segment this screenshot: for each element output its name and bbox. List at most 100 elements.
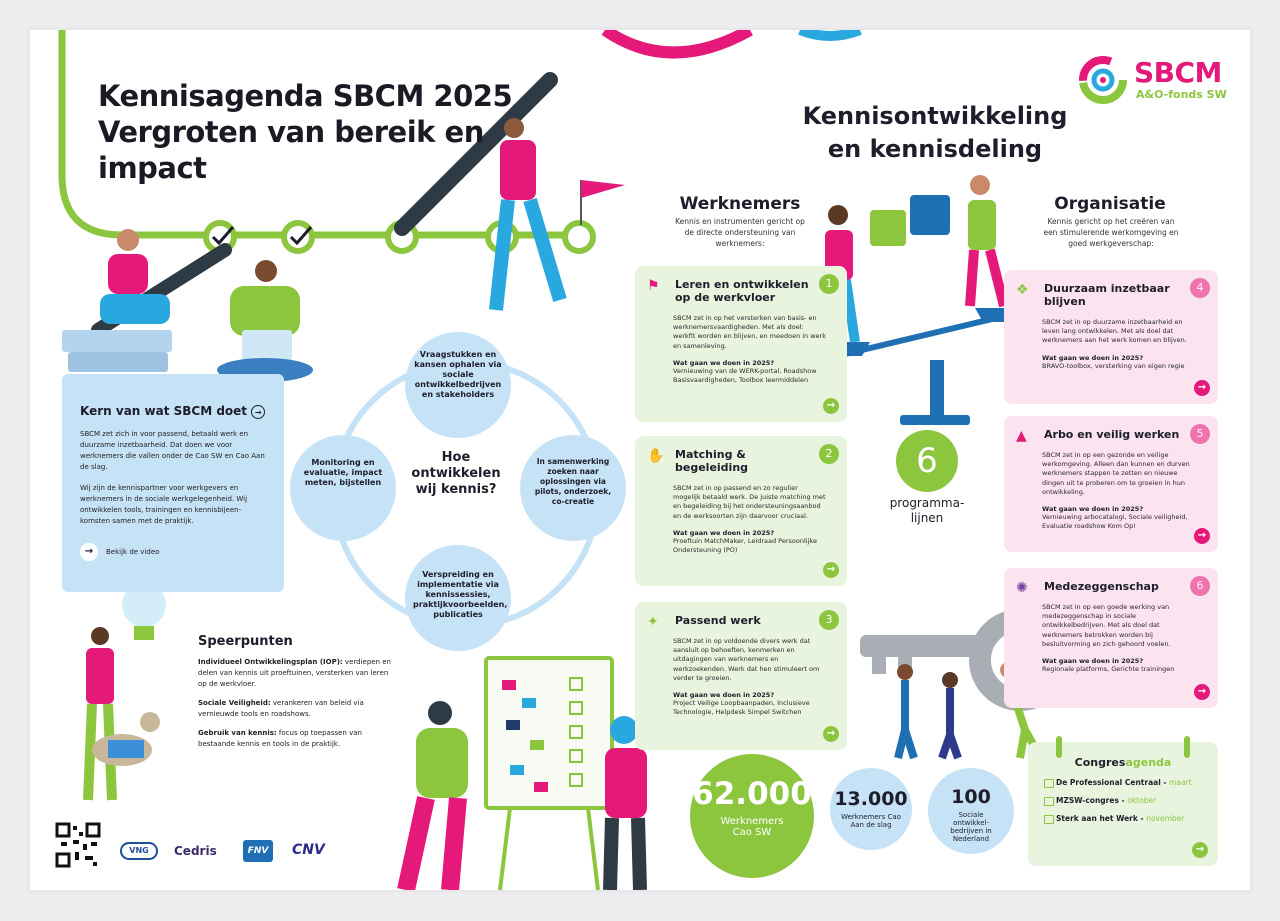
congres-item: MZSW-congres - oktober (1028, 796, 1218, 806)
cycle-node-right (520, 435, 626, 541)
arrow-right-icon[interactable]: → (1194, 528, 1210, 544)
cycle-center-text: Hoe ontwikkelen wij kennis? (411, 450, 501, 497)
card-number: 6 (1190, 576, 1210, 596)
card-answer: Vernieuwing van de WERK-portal, Roadshow… (673, 366, 817, 385)
card-answer: Vernieuwing arbocatalogi, Sociale veilig… (1042, 513, 1188, 531)
stat-62000: 62.000 Werknemers Cao SW (690, 754, 814, 878)
card-description: SBCM zet in op een gezonde en veilige we… (1042, 451, 1190, 496)
speerpunten-section: Speerpunten Individueel Ontwikkelingspla… (198, 634, 398, 750)
card-title: Leren en ontwikkelen op de werkvloer (675, 278, 809, 304)
speerpunt-item: Gebruik van kennis: focus op toepassen v… (198, 729, 362, 748)
network-icon: ✺ (1016, 580, 1028, 596)
qr-code-icon[interactable] (55, 822, 101, 868)
programma-badge: 6 (896, 430, 958, 492)
kern-box: Kern van wat SBCM doet → SBCM zet zich i… (62, 374, 284, 592)
organisatie-subtitle: Kennis gericht op het creëren van een st… (1043, 217, 1179, 248)
card-arbo-veilig[interactable]: ▲ 5 Arbo en veilig werken SBCM zet in op… (1004, 416, 1218, 552)
kern-paragraph-2: Wij zijn de kennispartner voor werkgever… (80, 484, 248, 525)
card-answer: Project Veilige Loopbaanpaden, Inclusiev… (673, 699, 810, 717)
cycle-text-right: In samenwerking zoeken naar oplossingen … (534, 457, 612, 506)
sbcm-logo-icon (1079, 56, 1127, 104)
cone-icon: ▲ (1016, 428, 1027, 444)
card-leren-ontwikkelen[interactable]: ⚑ 1 Leren en ontwikkelen op de werkvloer… (635, 266, 847, 422)
play-arrow-icon: → (80, 543, 98, 561)
binder-ring-icon (1056, 736, 1062, 758)
congres-item: Sterk aan het Werk - november (1028, 814, 1218, 824)
card-description: SBCM zet in op duurzame inzetbaarheid en… (1042, 318, 1187, 345)
card-question: Wat gaan we doen in 2025? (1042, 657, 1144, 666)
card-title: Duurzaam inzetbaar blijven (1044, 282, 1170, 308)
speerpunt-item: Sociale Veiligheid: verankeren van belei… (198, 699, 364, 718)
card-medezeggenschap[interactable]: ✺ 6 Medezeggenschap SBCM zet in op een g… (1004, 568, 1218, 708)
card-title: Matching & begeleiding (675, 448, 749, 474)
speerpunten-title: Speerpunten (198, 634, 293, 649)
stat-label: Werknemers Cao SW (720, 816, 784, 838)
card-number: 4 (1190, 278, 1210, 298)
stat-13000: 13.000 Werknemers Cao Aan de slag (830, 768, 912, 850)
arrow-right-icon[interactable]: → (1194, 684, 1210, 700)
cycle-text-top: Vraagstukken en kansen ophalen via socia… (414, 350, 502, 399)
programma-number: 6 (916, 441, 938, 481)
werknemers-heading: Werknemers (679, 194, 801, 214)
arrow-right-icon[interactable]: → (1192, 842, 1208, 858)
card-description: SBCM zet in op het versterken van basis-… (673, 314, 826, 350)
card-description: SBCM zet in op een goede werking van med… (1042, 603, 1171, 648)
card-answer: Regionale platforms, Gerichte trainingen (1042, 665, 1175, 674)
logo-name: SBCM (1134, 56, 1222, 89)
section-title-kennisontwikkeling: Kennisontwikkeling en kennisdeling (802, 102, 1068, 163)
card-title: Medezeggenschap (1044, 580, 1159, 593)
stat-value: 62.000 (692, 776, 812, 812)
growth-icon: ⚑ (647, 278, 660, 294)
congres-item: De Professional Centraal - maart (1028, 778, 1218, 788)
card-number: 5 (1190, 424, 1210, 444)
card-number: 1 (819, 274, 839, 294)
handshake-icon: ✋ (647, 448, 665, 464)
card-question: Wat gaan we doen in 2025? (673, 528, 775, 537)
stat-label: Sociale ontwikkel-bedrijven in Nederland (950, 811, 992, 843)
binder-ring-icon (1184, 736, 1190, 758)
programma-label: programma- lijnen (889, 496, 965, 525)
card-question: Wat gaan we doen in 2025? (1042, 505, 1144, 514)
stat-100: 100 Sociale ontwikkel-bedrijven in Neder… (928, 768, 1014, 854)
cycle-node-left (290, 435, 396, 541)
arrow-right-icon[interactable]: → (823, 398, 839, 414)
partner-logo-vng: VNG (120, 842, 158, 860)
partner-logo-cedris: Cedris (174, 844, 217, 858)
page-title: Kennisagenda SBCM 2025 Vergroten van ber… (98, 79, 513, 185)
kern-title[interactable]: Kern van wat SBCM doet → (80, 404, 266, 419)
arrow-right-icon[interactable]: → (1194, 380, 1210, 396)
speerpunt-item: Individueel Ontwikkelingsplan (IOP): ver… (198, 658, 391, 688)
people-icon: ❖ (1016, 282, 1029, 298)
video-link[interactable]: → Bekijk de video (80, 543, 266, 561)
card-title: Passend werk (675, 614, 761, 627)
logo-subtitle: A&O-fonds SW (1136, 88, 1227, 101)
congres-title: Congresagenda (1074, 756, 1172, 769)
card-title: Arbo en veilig werken (1044, 428, 1180, 441)
arrow-right-icon[interactable]: → (823, 726, 839, 742)
poster: { "title_lines": ["Kennisagenda SBCM 202… (30, 30, 1250, 890)
organisatie-heading: Organisatie (1054, 194, 1166, 214)
arrow-right-icon[interactable]: → (251, 405, 266, 419)
card-duurzaam-inzetbaar[interactable]: ❖ 4 Duurzaam inzetbaar blijven SBCM zet … (1004, 270, 1218, 404)
card-description: SBCM zet in op passend en zo regulier mo… (673, 484, 826, 520)
stat-value: 13.000 (834, 788, 908, 810)
card-question: Wat gaan we doen in 2025? (1042, 353, 1144, 362)
card-answer: Proeftuin MatchMaker, Leidraad Persoonli… (673, 536, 817, 555)
cycle-text-bottom: Verspreiding en implementatie via kennis… (413, 570, 508, 619)
werknemers-subtitle: Kennis en instrumenten gericht op de dir… (675, 217, 805, 248)
card-description: SBCM zet in op voldoende divers werk dat… (673, 637, 820, 682)
arrow-right-icon[interactable]: → (823, 562, 839, 578)
card-matching-begeleiding[interactable]: ✋ 2 Matching & begeleiding SBCM zet in o… (635, 436, 847, 586)
cycle-node-top (405, 332, 511, 438)
card-passend-werk[interactable]: ✦ 3 Passend werk SBCM zet in op voldoend… (635, 602, 847, 750)
cycle-text-left: Monitoring en evaluatie, impact meten, b… (303, 458, 383, 487)
card-answer: BRAVO-toolbox, versterking van eigen reg… (1042, 361, 1185, 370)
puzzle-icon: ✦ (647, 614, 659, 630)
stat-label: Werknemers Cao Aan de slag (841, 813, 901, 829)
cycle-node-bottom (405, 545, 511, 651)
congresagenda-box: Congresagenda De Professional Centraal -… (1028, 736, 1218, 866)
partner-logo-fnv: FNV (243, 840, 273, 862)
card-question: Wat gaan we doen in 2025? (673, 358, 775, 367)
card-number: 3 (819, 610, 839, 630)
partner-logo-cnv: CNV (292, 842, 325, 858)
